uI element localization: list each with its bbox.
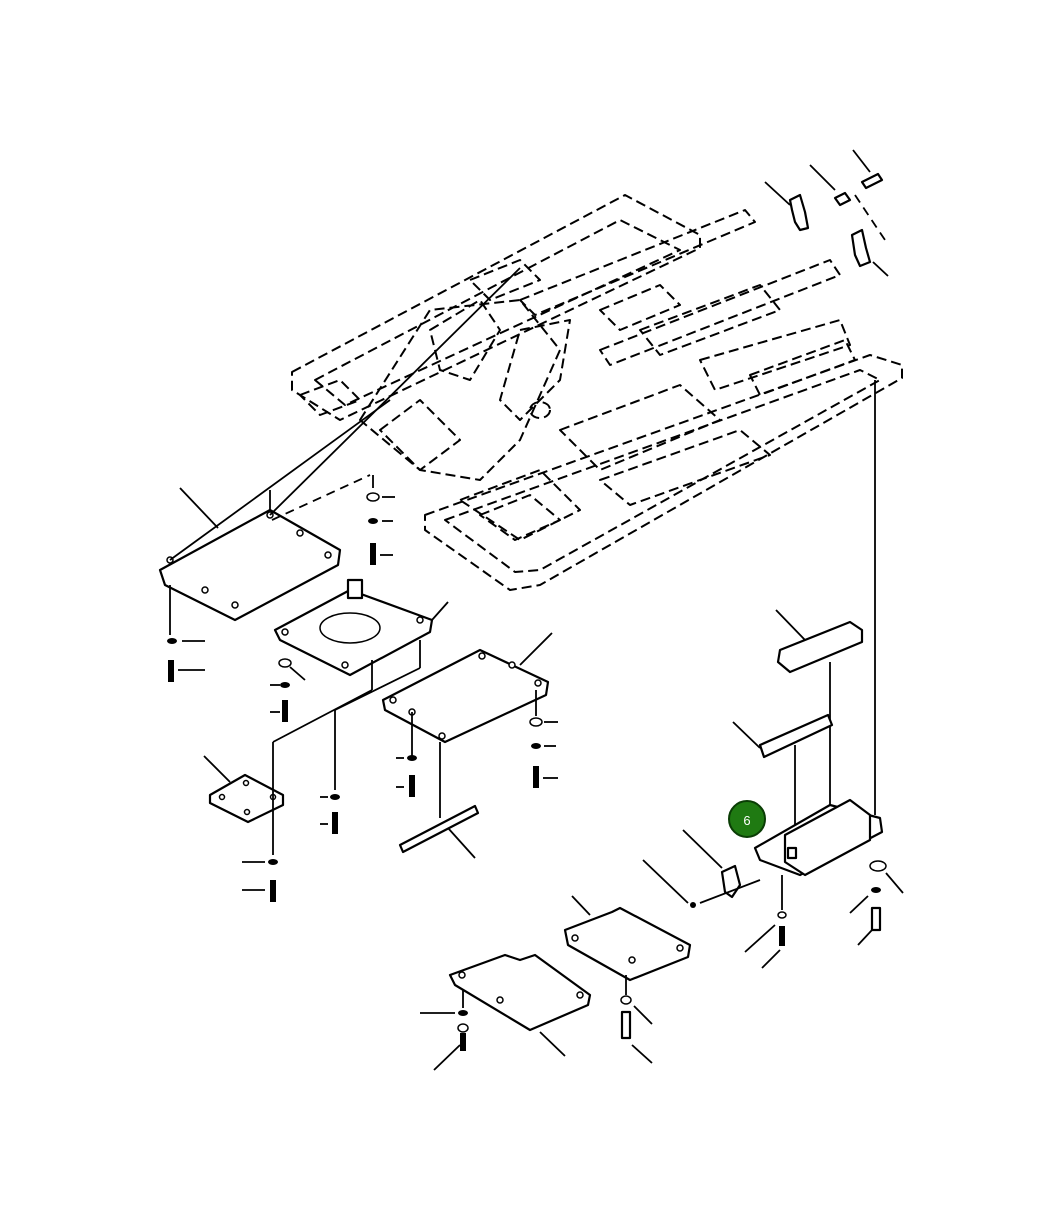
- callout-6[interactable]: 6: [728, 800, 766, 838]
- upper-brackets: [764, 149, 889, 277]
- floor-plate-right: [381, 632, 558, 818]
- fasteners-left: [167, 492, 395, 682]
- floor-plate-left: [158, 267, 521, 622]
- floor-plate-center: [270, 578, 449, 790]
- floor-plate-bottom-right: [563, 895, 692, 1064]
- machine-frame: [291, 194, 903, 591]
- battery-box-assembly: [642, 380, 904, 969]
- small-cover-plate: [203, 742, 340, 902]
- support-bar-left: [398, 804, 480, 859]
- floor-plate-bottom-left: [420, 953, 592, 1071]
